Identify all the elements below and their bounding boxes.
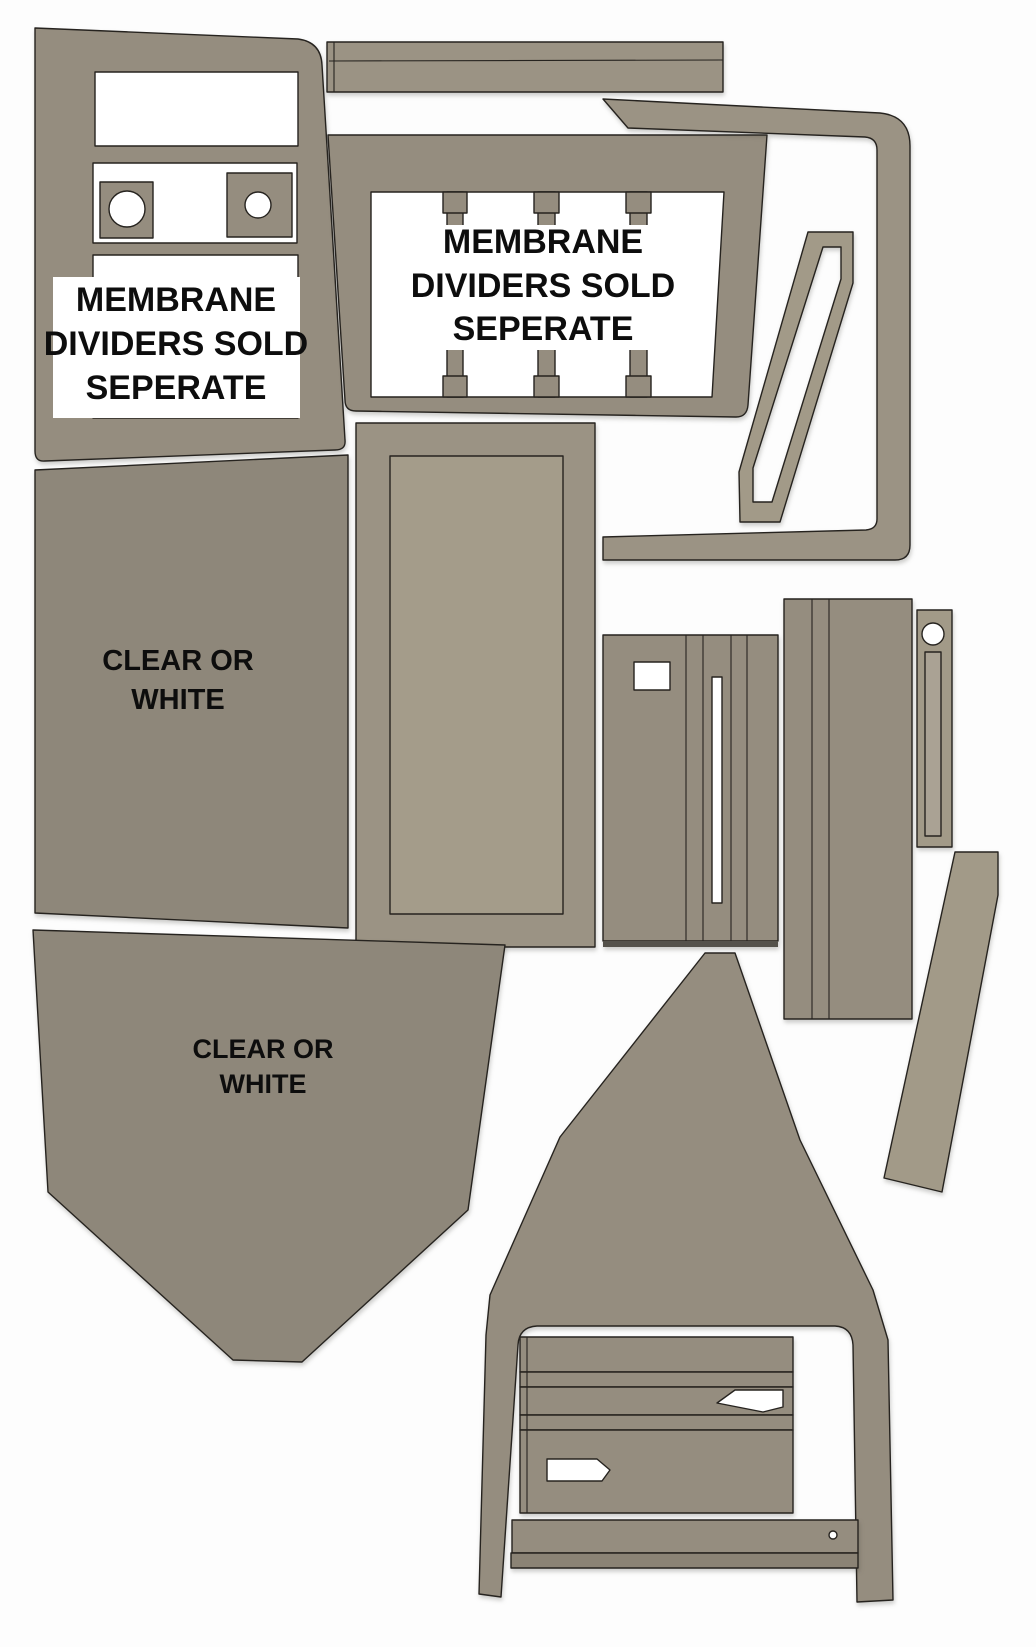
faceplate-label-line3: SEPERATE bbox=[86, 369, 267, 407]
top-trim-bar-crease bbox=[328, 59, 724, 62]
sill-bar-body bbox=[511, 1519, 859, 1554]
faceplate-panel: MEMBRANE DIVIDERS SOLD SEPERATE bbox=[34, 27, 346, 462]
door-card-handle-cutout-left bbox=[546, 1458, 611, 1482]
upper-clear-panel: CLEAR OR WHITE bbox=[34, 454, 349, 929]
sill-bar-lower-band bbox=[510, 1552, 859, 1569]
a-frame-body bbox=[478, 952, 894, 1603]
console-panel-b bbox=[783, 598, 913, 1020]
faceplate-label-line1: MEMBRANE bbox=[76, 281, 276, 319]
door-card-handle-cutout-right bbox=[716, 1389, 784, 1413]
top-trim-bar bbox=[326, 41, 724, 93]
inset-door-panel bbox=[355, 422, 596, 948]
tray-tab-top-2 bbox=[533, 191, 560, 214]
console-a-slot-cutout bbox=[711, 676, 723, 904]
top-trim-bar-body bbox=[326, 41, 724, 93]
gauge-hole-left bbox=[108, 190, 146, 228]
console-panel-a bbox=[602, 634, 779, 947]
lower-clear-panel: CLEAR OR WHITE bbox=[32, 929, 506, 1363]
upper-clear-body bbox=[34, 454, 349, 929]
divider-tray: MEMBRANE DIVIDERS SOLD SEPERATE bbox=[327, 134, 768, 418]
tray-tab-bottom-1 bbox=[442, 375, 468, 398]
tray-label-line2: DIVIDERS SOLD bbox=[411, 267, 675, 305]
angled-support-body bbox=[883, 851, 999, 1193]
a-frame-gusset bbox=[478, 952, 894, 1603]
gauge-hole-right bbox=[244, 191, 272, 219]
door-card-band-2 bbox=[519, 1371, 794, 1388]
console-a-body bbox=[602, 634, 779, 942]
faceplate-top-cutout bbox=[94, 71, 299, 147]
inset-door-recess bbox=[389, 455, 564, 915]
sill-bar-hole bbox=[828, 1530, 838, 1540]
tray-tab-top-1 bbox=[442, 191, 468, 214]
door-card-band-1 bbox=[519, 1336, 794, 1373]
tray-tab-bottom-2 bbox=[533, 375, 560, 398]
tray-label-line1: MEMBRANE bbox=[443, 223, 643, 261]
side-frame-body bbox=[602, 98, 911, 561]
hanger-strip-hole bbox=[921, 622, 945, 646]
door-card-band-4 bbox=[519, 1414, 794, 1431]
console-a-edge-band bbox=[603, 941, 778, 947]
hanger-strip-slot bbox=[924, 651, 942, 837]
vent-ring bbox=[738, 231, 854, 523]
lower-clear-label-line2: WHITE bbox=[220, 1069, 307, 1099]
side-frame-bracket bbox=[602, 98, 911, 561]
door-card-panel bbox=[519, 1336, 794, 1514]
label-box-faceplate bbox=[53, 277, 300, 418]
console-a-square-cutout bbox=[633, 661, 671, 691]
angled-support-bar bbox=[883, 851, 999, 1193]
tray-label-line3: SEPERATE bbox=[453, 310, 634, 348]
tray-tab-bottom-3 bbox=[625, 375, 652, 398]
label-box-tray bbox=[423, 225, 664, 350]
upper-clear-label-line1: CLEAR OR bbox=[102, 645, 254, 677]
hanger-strip bbox=[916, 609, 953, 848]
sill-bar bbox=[510, 1519, 859, 1569]
console-b-body bbox=[783, 598, 913, 1020]
tray-tab-top-3 bbox=[625, 191, 652, 214]
lower-clear-body bbox=[32, 929, 506, 1363]
upper-clear-label-line2: WHITE bbox=[131, 684, 224, 716]
faceplate-label-line2: DIVIDERS SOLD bbox=[44, 325, 308, 363]
lower-clear-label-line1: CLEAR OR bbox=[193, 1034, 334, 1064]
